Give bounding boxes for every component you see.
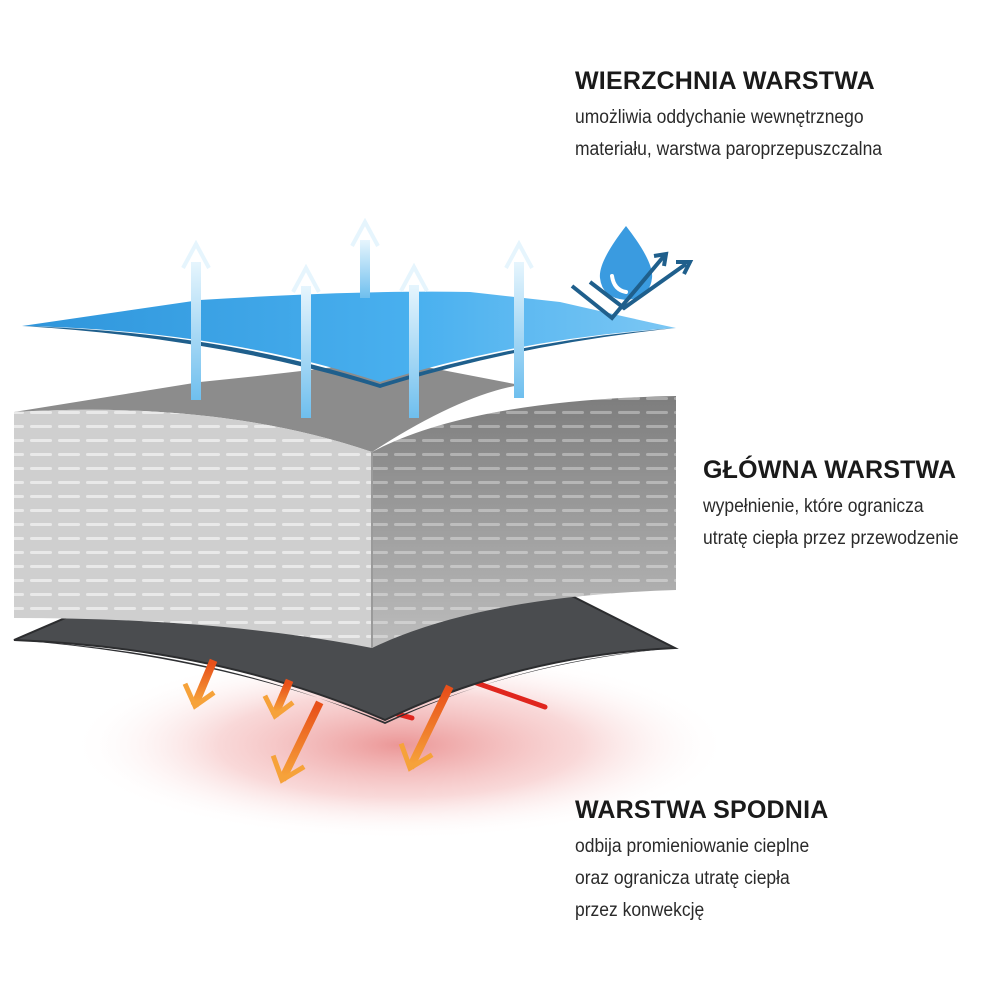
bottom-layer-desc-line: odbija promieniowanie cieplne [575,836,810,857]
label-bottom-layer: WARSTWA SPODNIA odbija promieniowanie ci… [575,795,830,927]
vapor-arrow-icon [504,239,534,398]
vapor-arrow-icon [399,262,429,418]
vapor-arrow-icon [181,239,211,400]
bottom-layer-underside [14,640,675,724]
bottom-layer-title: WARSTWA SPODNIA [575,796,829,824]
heat-arrow-icon [182,658,218,710]
heat-arrows [182,658,454,784]
heat-arrow-icon [270,700,324,784]
bottom-layer-desc-line: przez konwekcję [575,900,705,921]
middle-layer-desc-line: utratę ciepła przez przewodzenie [703,528,959,549]
vapor-arrow-icon [291,263,321,418]
label-top-layer: WIERZCHNIA WARSTWA umożliwia oddychanie … [575,66,909,166]
label-middle-layer: GŁÓWNA WARSTWA wypełnienie, które ograni… [703,455,981,555]
vapor-arrow-icon [350,217,380,298]
top-layer-desc-line: umożliwia oddychanie wewnętrznego [575,107,864,128]
heat-arrow-icon [262,678,295,720]
middle-layer-title: GŁÓWNA WARSTWA [703,456,957,484]
top-layer [22,291,676,388]
deflection-arrows [570,251,694,321]
heat-arrow-icon [398,684,454,772]
middle-layer [14,360,676,648]
top-layer-title: WIERZCHNIA WARSTWA [575,67,875,95]
water-drop-icon [599,226,653,300]
bottom-layer-desc-line: oraz ogranicza utratę ciepła [575,868,790,889]
middle-layer-desc-line: wypełnienie, które ogranicza [703,496,924,517]
vapor-arrows [181,217,534,418]
top-layer-desc-line: materiału, warstwa paroprzepuszczalna [575,139,883,160]
